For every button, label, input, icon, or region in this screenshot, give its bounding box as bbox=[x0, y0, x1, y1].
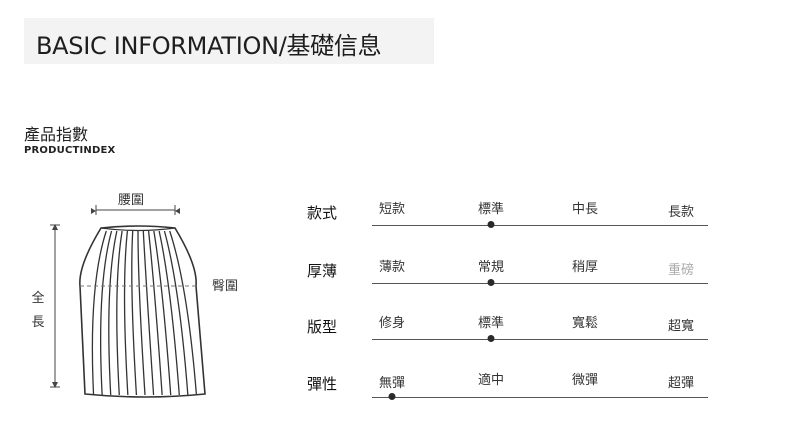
section-subtitle: PRODUCTINDEX bbox=[24, 145, 116, 156]
scale-option: 修身 bbox=[378, 316, 406, 331]
skirt-pleat-line bbox=[158, 230, 180, 396]
waist-arrow-left bbox=[91, 208, 96, 214]
scale-option: 稍厚 bbox=[571, 260, 599, 275]
skirt-pleat-line bbox=[100, 230, 113, 396]
scale-option: 適中 bbox=[477, 373, 505, 388]
scale-line bbox=[372, 225, 708, 226]
header-band bbox=[24, 18, 434, 64]
skirt-pleat-line bbox=[169, 230, 198, 396]
scale-option: 長款 bbox=[667, 205, 695, 220]
skirt-pleat-line bbox=[123, 230, 129, 396]
index-row: 版型 修身 標準 寬鬆 超寬 bbox=[0, 316, 790, 366]
index-row: 厚薄 薄款 常規 稍厚 重磅 bbox=[0, 260, 790, 310]
scale-option: 中長 bbox=[571, 202, 599, 217]
skirt-waistband bbox=[100, 227, 176, 232]
scale-option: 薄款 bbox=[378, 260, 406, 275]
index-row: 彈性 無彈 適中 微彈 超彈 bbox=[0, 373, 790, 423]
scale-line bbox=[372, 339, 708, 340]
scale-option: 超彈 bbox=[667, 376, 695, 391]
scale-option: 標準 bbox=[477, 202, 505, 217]
skirt-pleat-line bbox=[163, 230, 189, 396]
skirt-pleat-line bbox=[116, 230, 123, 396]
skirt-pleat-line bbox=[142, 230, 155, 396]
scale-option: 重磅 bbox=[667, 263, 695, 278]
index-row: 款式 短款 標準 中長 長款 bbox=[0, 202, 790, 252]
length-arrow-bottom bbox=[52, 382, 58, 388]
scale-selected-dot bbox=[388, 393, 396, 400]
hip-label: 臀圍 bbox=[212, 279, 239, 294]
waist-label: 腰圍 bbox=[118, 193, 145, 208]
skirt-pleat-line bbox=[137, 230, 146, 396]
skirt-pleat-line bbox=[153, 230, 172, 396]
row-label: 款式 bbox=[307, 204, 338, 222]
scale-selected-dot bbox=[487, 335, 495, 342]
scale-line bbox=[372, 283, 708, 284]
skirt-pleat-line bbox=[131, 230, 138, 396]
scale-option: 無彈 bbox=[378, 376, 406, 391]
length-arrow-top bbox=[52, 224, 58, 230]
scale-option: 常規 bbox=[477, 260, 505, 275]
scale-selected-dot bbox=[487, 279, 495, 286]
waist-arrow-right bbox=[175, 208, 180, 214]
scale-option: 寬鬆 bbox=[571, 316, 599, 331]
skirt-pleat-line bbox=[91, 230, 107, 396]
scale-option: 短款 bbox=[378, 202, 406, 217]
skirt-illustration bbox=[50, 205, 206, 398]
skirt-pleat-line bbox=[108, 230, 118, 396]
scale-option: 標準 bbox=[477, 316, 505, 331]
row-label: 版型 bbox=[307, 318, 338, 336]
skirt-body bbox=[79, 225, 206, 398]
scale-line bbox=[372, 397, 708, 398]
skirt-pleat-line bbox=[147, 230, 163, 396]
length-label: 全長 bbox=[31, 291, 45, 330]
row-label: 彈性 bbox=[307, 375, 338, 393]
section-title: 產品指數 bbox=[24, 125, 89, 144]
scale-option: 超寬 bbox=[667, 319, 695, 334]
page-title: BASIC INFORMATION/基礎信息 bbox=[36, 32, 382, 60]
skirt-figure: 腰圍 臀圍 全長 bbox=[0, 0, 280, 426]
scale-selected-dot bbox=[487, 221, 495, 228]
row-label: 厚薄 bbox=[307, 262, 338, 280]
scale-option: 微彈 bbox=[571, 373, 599, 388]
